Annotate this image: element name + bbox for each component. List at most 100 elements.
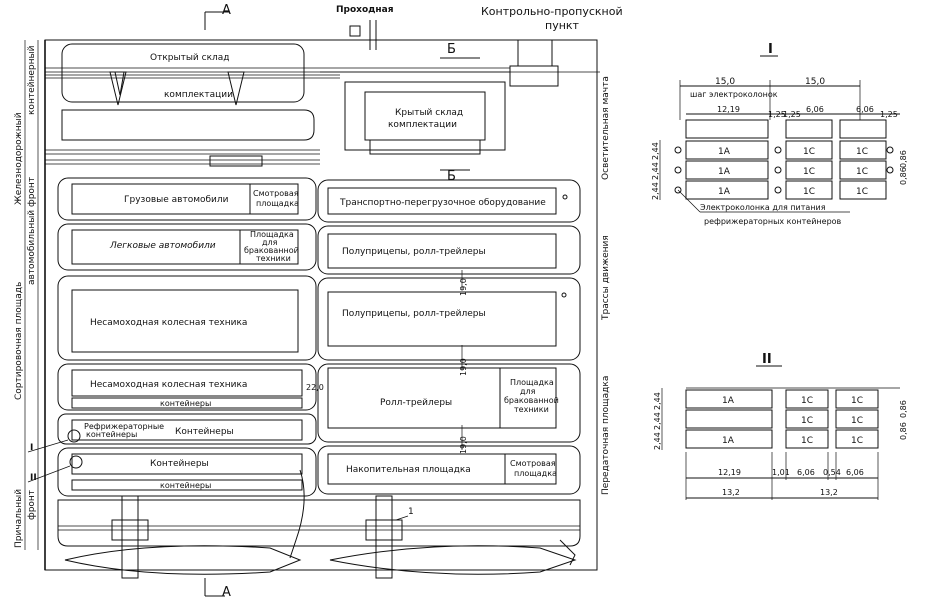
covered-storage-area (344, 81, 506, 151)
left-block-6 (57, 447, 317, 497)
containers-small-2-label: контейнеры (160, 481, 211, 490)
berth-front-label-1: Причальный (14, 489, 24, 548)
left-block-3 (57, 275, 317, 361)
non-self-1-label: Несамоходная колесная техника (90, 318, 247, 328)
refrigerated-label-1: Рефрижераторные (84, 422, 164, 431)
inspection-2-label: Смотровая (510, 459, 556, 468)
detail-ii-1a-label: 1А (722, 396, 735, 406)
container-1c-label-2: 1С (856, 147, 868, 157)
container-1c-label-3: 1С (803, 167, 815, 177)
section-b-bottom-label: Б (447, 169, 456, 184)
railcar (209, 155, 263, 167)
right-block-4 (317, 363, 581, 443)
power-column-icon (674, 146, 894, 194)
right-block-2 (317, 225, 581, 275)
detail-i-v244b: 2,44 (651, 162, 660, 180)
dim-15-left: 15,0 (715, 77, 735, 87)
rail-front-label: Железнодорожный (14, 112, 24, 205)
detail-i: I 15,0 15,0 шаг электроколонок 12,19 1,2… (651, 42, 908, 226)
non-self-2-label: Несамоходная колесная техника (90, 380, 247, 390)
section-b-top-label: Б (447, 42, 456, 57)
container-1a-label: 1А (718, 147, 731, 157)
defect2-label: Площадка (510, 378, 554, 387)
detail-ii-d101: 1,01 (772, 468, 790, 477)
auto-front-label: автомобильный фронт (27, 177, 37, 285)
checkpoint-label-1: Контрольно-пропускной (481, 5, 623, 18)
sorting-area-label: Сортировочная площадь (14, 282, 24, 400)
ramp-1 (289, 469, 305, 559)
step-label: шаг электроколонок (690, 90, 778, 99)
ship-2 (329, 545, 577, 575)
open-storage-label: Открытый склад (150, 53, 230, 63)
inspection-1-label: Смотровая (253, 189, 299, 198)
berth-area (57, 499, 581, 547)
quay-crane-2 (375, 495, 393, 579)
detail-ii-d054: 0,54 (823, 468, 841, 477)
detail-ii-d1219: 12,19 (718, 468, 741, 477)
passage-label: Проходная (336, 5, 394, 15)
defect2-label-3: бракованной (504, 396, 559, 405)
detail-ii-d606a: 6,06 (797, 468, 815, 477)
detail-ii-1c-label-4: 1С (851, 416, 863, 426)
container-1c-label-6: 1С (856, 187, 868, 197)
right-block-1 (317, 179, 581, 223)
left-block-2 (57, 223, 317, 271)
detail-ii-1c-label-3: 1С (801, 416, 813, 426)
containers-small-1-label: контейнеры (160, 399, 211, 408)
refrigerated-label-2: контейнеры (86, 430, 137, 439)
dim-15-right: 15,0 (805, 77, 825, 87)
detail-ii-1a-label-2: 1А (722, 436, 735, 446)
storage-area-label: Накопительная площадка (346, 465, 471, 475)
container-1a-label-3: 1А (718, 187, 731, 197)
container-1c-label-4: 1С (856, 167, 868, 177)
dim-22: 22,0 (306, 383, 324, 392)
detail-ii-v244a: 2,44 (653, 392, 662, 410)
checkpoint-building (517, 39, 553, 67)
open-storage-area (61, 43, 305, 103)
detail-i-v086b: 0,86 (899, 167, 908, 185)
refrigerated-marker (67, 429, 81, 443)
container-1a-label-2: 1А (718, 167, 731, 177)
container-1c-label: 1С (803, 147, 815, 157)
inspection-1-label-2: площадка (256, 199, 299, 208)
d125c: 1,25 (880, 110, 898, 119)
traffic-routes-label: Трассы движения (601, 235, 611, 321)
detail-ii-v086a: 0,86 (899, 400, 908, 418)
container-1a (685, 140, 769, 160)
d606a: 6,06 (806, 105, 824, 114)
callout-1: 1 (408, 507, 414, 517)
container-1c-label-5: 1С (803, 187, 815, 197)
section-a-top-label: А (222, 3, 231, 18)
quay-crane-1 (121, 495, 139, 579)
mark-ii-label: II (30, 473, 37, 483)
semitrailers-2-label: Полуприцепы, ролл-трейлеры (342, 309, 486, 319)
d606b: 6,06 (856, 105, 874, 114)
transport-equipment-label: Транспортно-перегрузочное оборудование (339, 198, 546, 208)
dim-19-a: 19,0 (459, 278, 468, 296)
trucks-label: Грузовые автомобили (124, 195, 229, 205)
terminal-plan: А А Проходная Контрольно-пропускной пунк… (14, 3, 623, 599)
containers-1-label: Контейнеры (175, 427, 234, 437)
containers-2-label: Контейнеры (150, 459, 209, 469)
defect-area-label-4: техники (256, 254, 291, 263)
left-block-4 (57, 363, 317, 411)
detail-ii: II 1А 1С 1С 1С 1С 1А 1С 1С 1А 2,44 2,44 … (653, 352, 908, 500)
open-storage-label-2: комплектации (164, 90, 233, 100)
ship-1 (64, 545, 302, 575)
defect2-label-2: для (520, 387, 536, 396)
column-note-1: Электроколонка для питания (700, 203, 826, 212)
detail-i-title: I (768, 42, 773, 57)
detail-ii-d606b: 6,06 (846, 468, 864, 477)
covered-storage-label-2: комплектации (388, 120, 457, 130)
column-note-2: рефрижераторных контейнеров (704, 217, 842, 226)
left-block-5 (57, 413, 317, 445)
detail-ii-1c-label-6: 1С (851, 436, 863, 446)
ramp-2 (559, 539, 576, 566)
defect-area-label: Площадка (250, 230, 294, 239)
defect-area-label-3: бракованной (244, 246, 299, 255)
dim-19-c: 19,0 (459, 436, 468, 454)
detail-ii-v244b: 2,44 (653, 412, 662, 430)
d125b: 1,25 (783, 110, 801, 119)
detail-ii-1c-label: 1С (801, 396, 813, 406)
